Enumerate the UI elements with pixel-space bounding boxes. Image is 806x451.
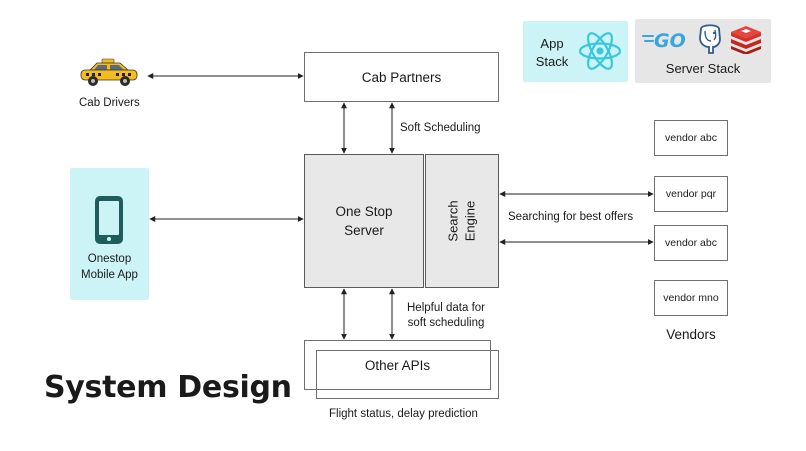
- smartphone-icon: [95, 196, 123, 244]
- mobile-app-label: Onestop Mobile App: [81, 253, 138, 281]
- server-stack-panel: GO Server Stack: [635, 19, 771, 83]
- taxi-icon: [80, 58, 138, 86]
- redis-cube-icon: [731, 26, 761, 54]
- cab-partners-box: Cab Partners: [304, 52, 499, 102]
- mobile-app-panel: Onestop Mobile App: [70, 168, 149, 300]
- soft-scheduling-label: Soft Scheduling: [400, 122, 481, 134]
- vendor-box: vendor abc: [654, 120, 728, 156]
- go-logo-icon: GO: [642, 30, 686, 52]
- page-title: System Design: [44, 370, 292, 405]
- svg-text:GO: GO: [654, 30, 686, 52]
- vendor-box: vendor mno: [654, 280, 728, 316]
- cab-drivers-label: Cab Drivers: [79, 97, 140, 109]
- postgresql-elephant-icon: [699, 24, 721, 54]
- vendor-box: vendor pqr: [654, 176, 728, 212]
- vendor-box: vendor abc: [654, 225, 728, 261]
- server-stack-label: Server Stack: [665, 61, 741, 76]
- react-atom-icon: [578, 32, 622, 70]
- other-apis-caption: Flight status, delay prediction: [329, 408, 478, 420]
- other-apis-back-box: [316, 350, 499, 399]
- search-engine-box: Search Engine: [425, 154, 499, 288]
- other-apis-box: Other APIs: [304, 340, 491, 390]
- one-stop-server-box: One Stop Server: [304, 154, 424, 288]
- app-stack-panel: App Stack: [523, 21, 628, 82]
- app-stack-label: App Stack: [535, 36, 569, 69]
- vendors-label: Vendors: [666, 327, 716, 342]
- helpful-data-label: Helpful data for soft scheduling: [407, 302, 485, 329]
- searching-offers-label: Searching for best offers: [508, 211, 634, 223]
